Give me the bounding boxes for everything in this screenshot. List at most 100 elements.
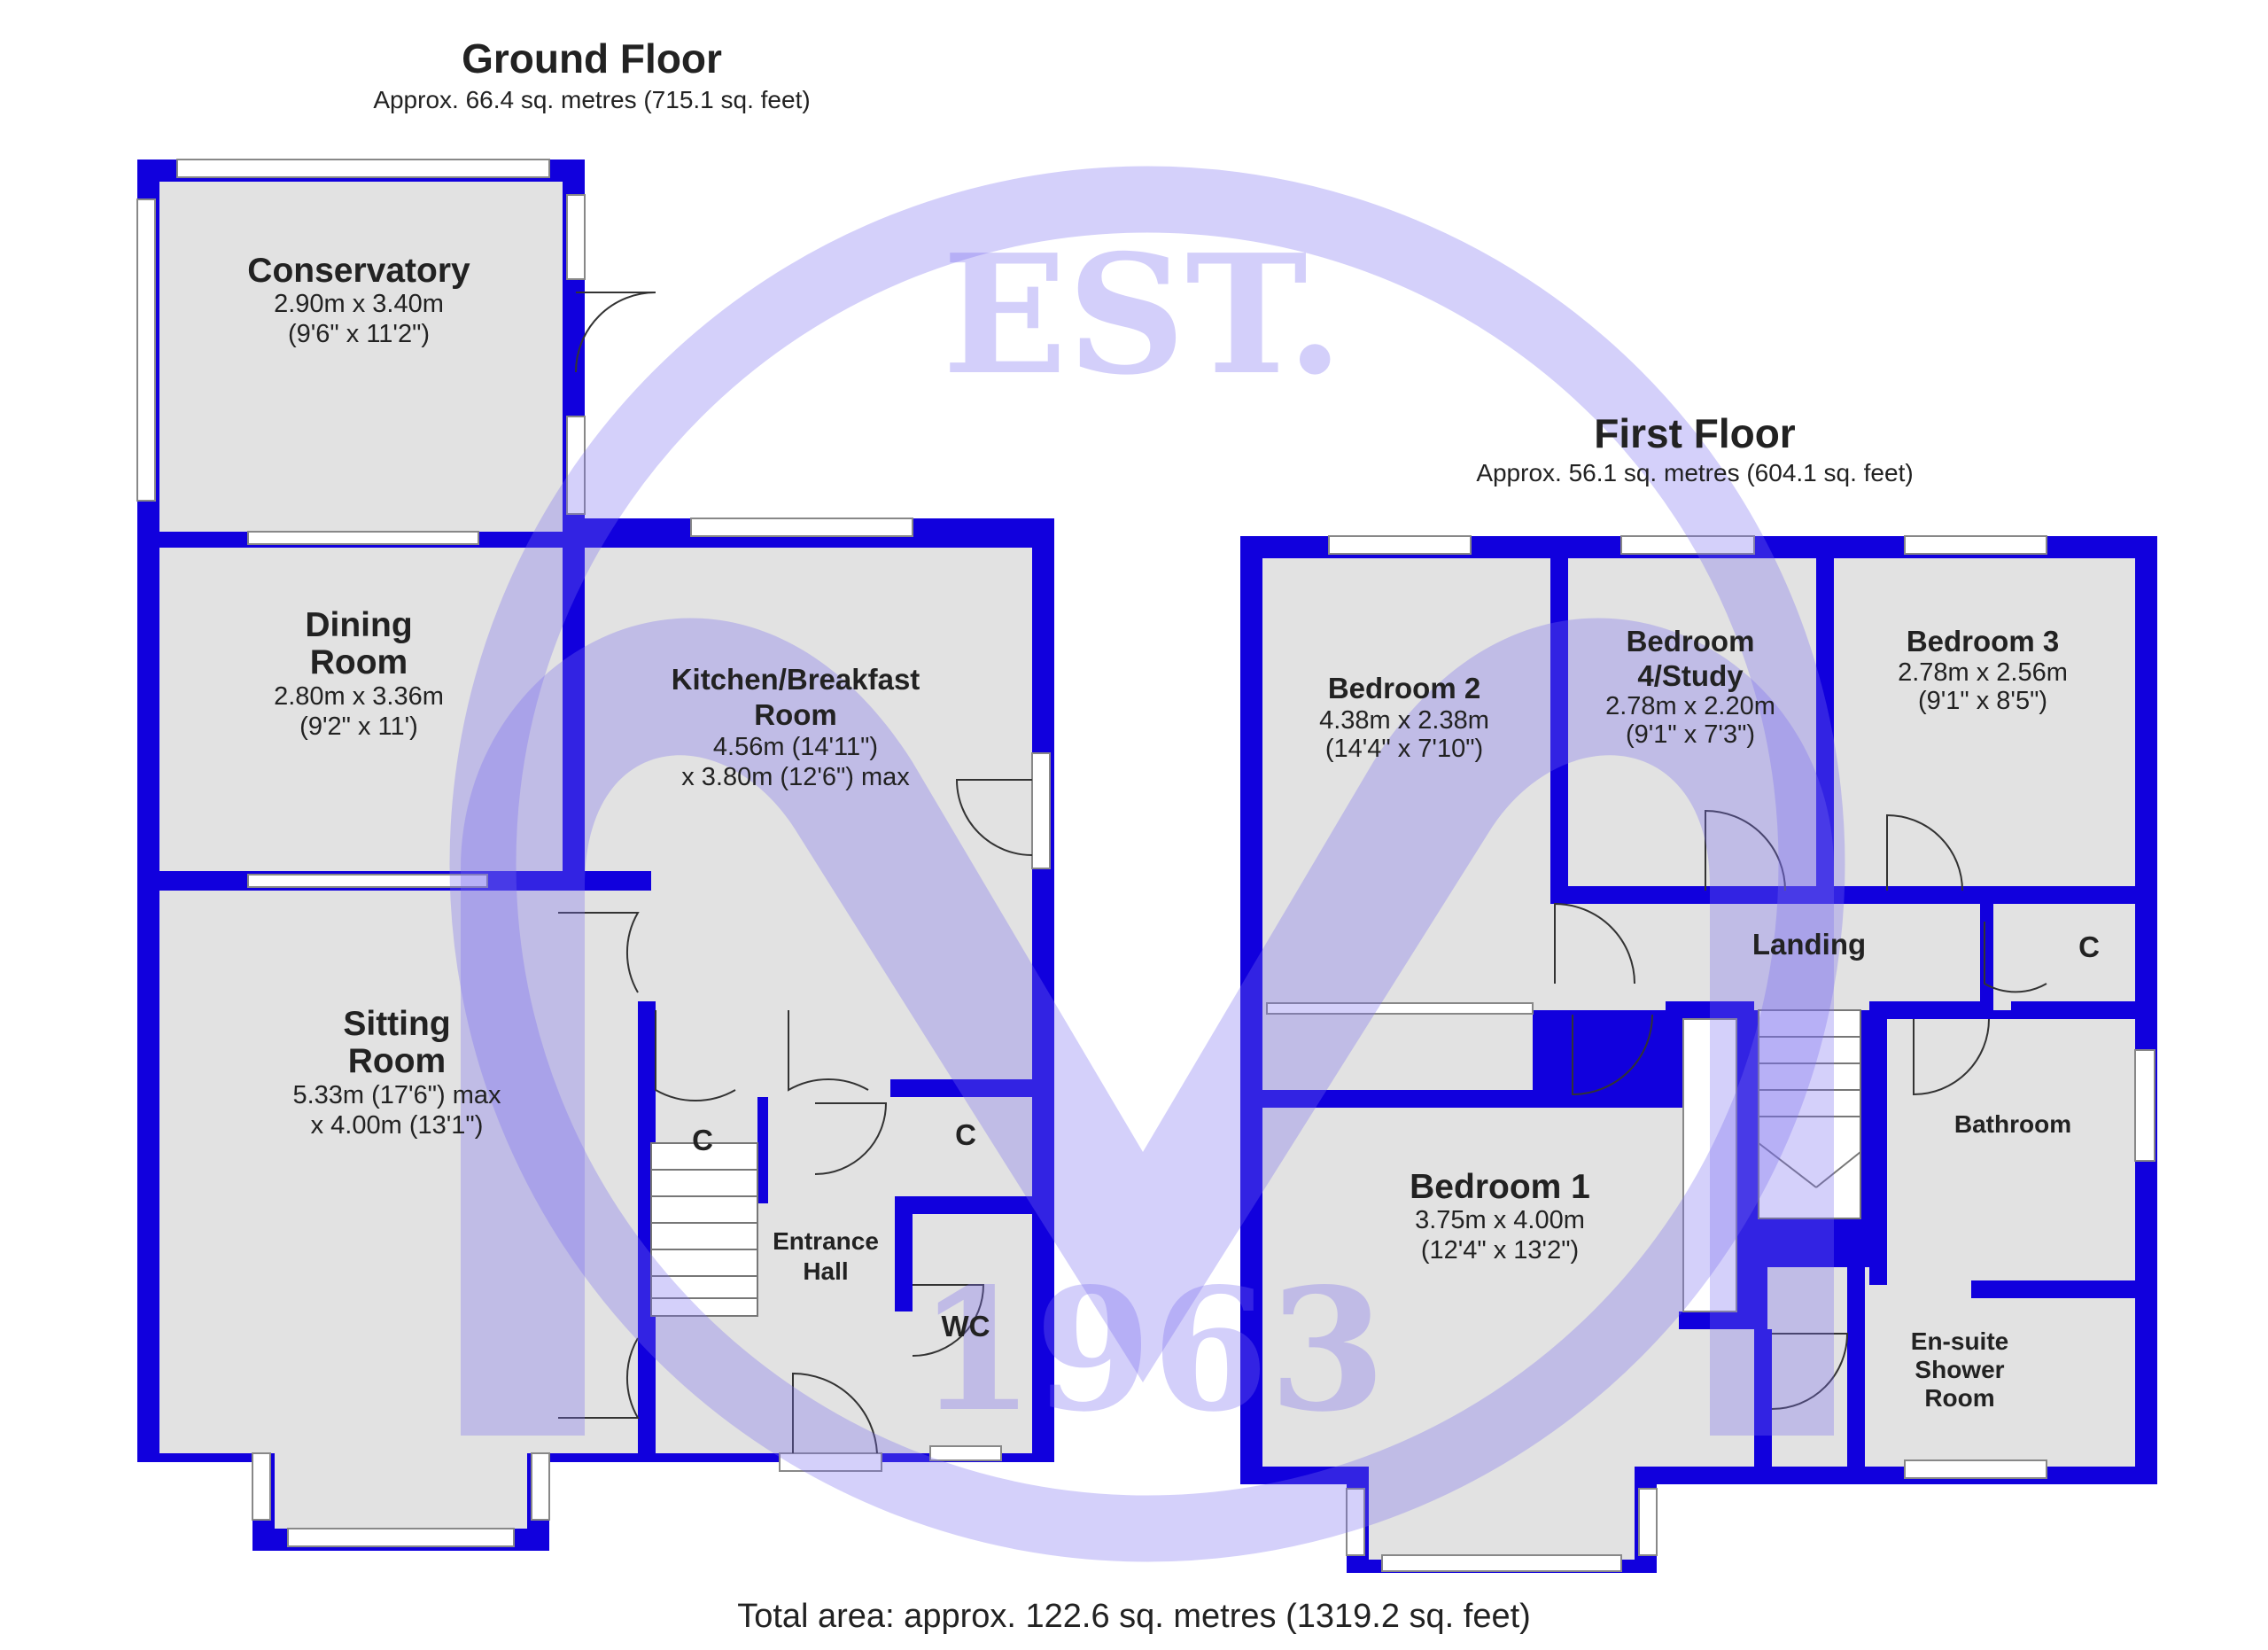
- total-area: Total area: approx. 122.6 sq. metres (13…: [737, 1598, 1531, 1635]
- window-conservatory-right-2: [566, 416, 586, 515]
- first-floor-title: First Floor: [1594, 410, 1796, 456]
- kitchen-dim-2: x 3.80m (12'6") max: [681, 763, 910, 791]
- door-cupboard-2: [814, 1102, 888, 1175]
- window-b1-bay-front: [1381, 1554, 1622, 1572]
- wardrobe-b1: [1682, 1018, 1737, 1312]
- ground-floor-labels: Ground Floor Approx. 66.4 sq. metres (71…: [247, 35, 990, 1343]
- window-bedroom-4: [1620, 535, 1755, 555]
- bathroom-label: Bathroom: [1954, 1110, 2071, 1138]
- door-bathroom: [1913, 1018, 1990, 1096]
- cupboard-1-label: C: [692, 1124, 713, 1156]
- watermark-m-icon: [461, 618, 1834, 1436]
- conservatory-dim-ft: (9'6" x 11'2"): [288, 320, 430, 348]
- floor-wardrobe: [1262, 1019, 1550, 1094]
- sitting-label-2: Room: [348, 1042, 447, 1080]
- window-bay-front: [287, 1528, 515, 1547]
- door-cupboard-first: [1984, 922, 2047, 993]
- dining-dim-ft: (9'2" x 11'): [299, 712, 418, 741]
- dining-dim-m: 2.80m x 3.36m: [274, 682, 444, 711]
- wall-ensuite-bath: [1971, 1280, 2135, 1298]
- door-bedroom-2: [1554, 902, 1635, 985]
- ground-floor-title: Ground Floor: [462, 35, 722, 82]
- bedroom-1-label: Bedroom 1: [1410, 1168, 1590, 1206]
- first-floor-labels: First Floor Approx. 56.1 sq. metres (604…: [1319, 410, 2100, 1412]
- window-bay-right: [531, 1452, 550, 1521]
- window-ensuite: [1904, 1459, 2047, 1479]
- wall-bathroom-left: [1869, 1001, 1887, 1285]
- wall-wardrobe: [1533, 1010, 1550, 1094]
- stairs-ground: [650, 1142, 758, 1317]
- entrance-label-2: Hall: [803, 1257, 848, 1285]
- ensuite-label-2: Shower: [1915, 1356, 2004, 1383]
- sitting-dim-1: 5.33m (17'6") max: [292, 1081, 501, 1109]
- wall-bathroom-top: [1887, 1001, 1993, 1019]
- dining-label-1: Dining: [305, 606, 412, 644]
- wall-ensuite-b1: [1754, 1329, 1772, 1471]
- wall-stairs-top: [1666, 1001, 1754, 1019]
- watermark-year: 1963: [918, 1251, 1386, 1449]
- bedroom-3-dim-m: 2.78m x 2.56m: [1898, 658, 2068, 687]
- bedroom-1-dim-ft: (12'4" x 13'2"): [1421, 1236, 1579, 1265]
- floor-bedroom-3: [1834, 558, 2135, 886]
- kitchen-label-1: Kitchen/Breakfast: [672, 663, 920, 696]
- window-kitchen: [690, 518, 913, 537]
- wall-b3-bottom: [1834, 886, 2135, 904]
- wall-cupboard-first: [1980, 904, 1993, 1010]
- floor-bedroom-1: [1262, 1108, 1754, 1467]
- door-bedroom-4: [1705, 809, 1786, 891]
- kitchen-label-2: Room: [754, 698, 837, 731]
- wall-b2-b4: [1550, 558, 1568, 895]
- floor-cupboard-2: [895, 1097, 1032, 1196]
- window-conservatory-top: [176, 159, 550, 178]
- bedroom-1-dim-m: 3.75m x 4.00m: [1415, 1206, 1585, 1234]
- landing-label: Landing: [1752, 928, 1866, 961]
- window-bathroom: [2134, 1049, 2155, 1162]
- wall-cupboard-1: [757, 1097, 768, 1203]
- door-wc: [912, 1284, 985, 1357]
- door-ensuite: [1771, 1333, 1849, 1410]
- wall-ensuite-left-upper: [1847, 1249, 1865, 1471]
- front-door-threshold: [779, 1452, 882, 1472]
- entrance-label-1: Entrance: [773, 1227, 879, 1255]
- door-bedroom-1: [1572, 1014, 1653, 1096]
- wall-stairs-bottom: [1679, 1311, 1759, 1329]
- wall-b1-top: [1262, 1090, 1754, 1108]
- window-bedroom-2: [1328, 535, 1472, 555]
- watermark-ring: [449, 166, 1845, 1562]
- wardrobe-sliding-door: [1266, 1002, 1534, 1015]
- door-kitchen-side: [955, 779, 1033, 856]
- bedroom-4-label-1: Bedroom: [1627, 625, 1755, 658]
- dining-label-2: Room: [310, 643, 408, 681]
- wall-b4-b3: [1816, 558, 1834, 895]
- floor-wc: [913, 1214, 1032, 1453]
- wc-label: WC: [942, 1310, 990, 1343]
- door-conservatory: [575, 292, 656, 373]
- door-sitting-hall-bottom: [558, 1337, 640, 1419]
- ground-floor-plan: [136, 159, 1054, 1551]
- floor-conservatory: [159, 182, 563, 532]
- wall-b4-bottom: [1568, 886, 1701, 904]
- wall-bathroom-top-2: [2011, 1001, 2135, 1019]
- door-cupboard-1: [655, 1010, 736, 1102]
- wall-stairs-left: [1736, 1010, 1759, 1329]
- floor-bedroom-1-bay: [1369, 1462, 1635, 1560]
- wall-ensuite-top: [1759, 1249, 1847, 1267]
- floor-bathroom: [1887, 1019, 2135, 1280]
- bedroom-2-dim-m: 4.38m x 2.38m: [1319, 706, 1489, 735]
- window-conservatory-left: [136, 198, 156, 502]
- sitting-label-1: Sitting: [343, 1005, 450, 1043]
- door-sitting-hall-top: [558, 912, 640, 993]
- stairs-first: [1758, 1009, 1861, 1219]
- sliding-door-sitting: [247, 874, 488, 888]
- window-b1-bay-left: [1346, 1488, 1365, 1556]
- wall-wc-side: [895, 1214, 913, 1311]
- bedroom-2-dim-ft: (14'4" x 7'10"): [1325, 735, 1483, 763]
- floor-ensuite: [1767, 1267, 2135, 1467]
- window-bay-left: [252, 1452, 271, 1521]
- floor-sitting: [159, 891, 638, 1453]
- door-kitchen-hall: [788, 1010, 869, 1092]
- bedroom-3-dim-ft: (9'1" x 8'5"): [1918, 687, 2047, 715]
- wall-wc-top: [895, 1196, 1032, 1214]
- bedroom-3-label: Bedroom 3: [1907, 625, 2059, 658]
